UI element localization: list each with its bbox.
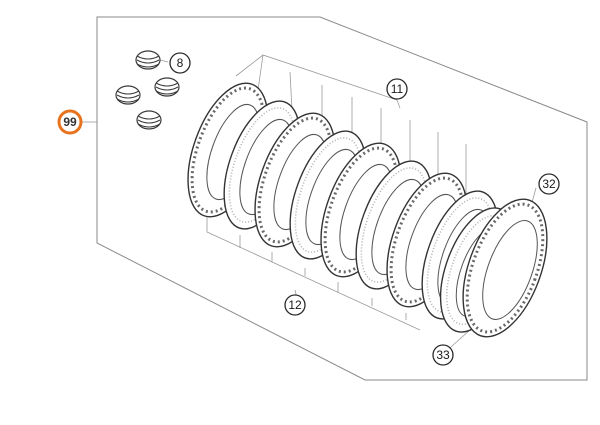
callout-99[interactable]: 99 bbox=[57, 109, 83, 135]
callout-99-label: 99 bbox=[63, 115, 77, 129]
outer-friction-plate bbox=[462, 198, 548, 338]
callout-11-label: 11 bbox=[391, 82, 404, 96]
callout-12-label: 12 bbox=[288, 298, 302, 312]
clutch-plate-stack bbox=[187, 82, 548, 338]
callout-8-label: 8 bbox=[177, 56, 184, 70]
callout-8[interactable]: 8 bbox=[169, 52, 191, 74]
callout-11[interactable]: 11 bbox=[386, 78, 408, 100]
callout-32-label: 32 bbox=[542, 177, 556, 191]
callout-12[interactable]: 12 bbox=[284, 294, 306, 316]
clutch-springs bbox=[115, 50, 180, 130]
spring bbox=[136, 110, 162, 130]
assembly-frame bbox=[96, 16, 588, 381]
spring bbox=[115, 85, 141, 105]
spring bbox=[154, 77, 180, 97]
callout-33-label: 33 bbox=[436, 348, 450, 362]
callout-32[interactable]: 32 bbox=[538, 173, 560, 195]
callout-33[interactable]: 33 bbox=[432, 344, 454, 366]
spring bbox=[135, 50, 161, 70]
